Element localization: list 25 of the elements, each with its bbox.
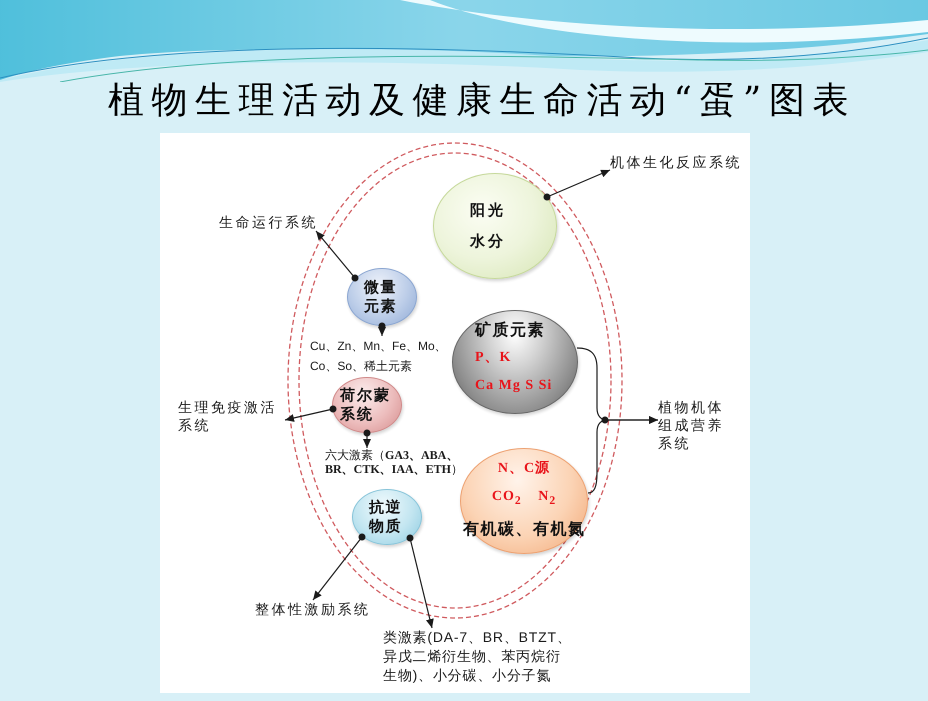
circle-heading: N、C源 [498,460,550,478]
circle-heading: 矿质元素 [475,320,545,340]
system-label: 整体性激励系统 [255,600,370,618]
system-label: 生命运行系统 [219,213,318,231]
circle-text: 荷尔蒙系统 [340,386,392,424]
slide-title: 植物生理活动及健康生命活动“蛋”图表 [108,79,856,123]
element-symbols: P、K [475,349,512,367]
circle-text: 阳光 [470,201,506,220]
system-label: 植物机体组成营养系统 [658,398,730,452]
arrow [378,326,386,336]
egg-outline [287,142,623,619]
system-label: 机体生化反应系统 [610,153,742,171]
element-symbols: Ca Mg S Si [475,377,552,395]
circle-text: 微量元素 [364,278,398,316]
element-list: Cu、Zn、Mn、Fe、Mo、Co、So、稀土元素 [310,336,452,376]
brace-arrow [588,416,658,494]
formula-text: CO$_{2}$ N$_{2}$ [492,488,556,509]
circle-text: 抗逆物质 [369,498,403,536]
compound-list: 类激素(DA-7、BR、BTZT、异戊二烯衍生物、苯丙烷衍生物)、小分碳、小分子氮 [383,628,573,685]
circle-text: 有机碳、有机氮 [462,518,586,539]
circle-text: 水分 [470,232,506,251]
arrow [316,230,356,278]
system-label: 生理免疫激活系统 [178,398,284,434]
hormone-list: 六大激素（GA3、ABA、BR、CTK、IAA、ETH） [325,448,467,476]
arrow [312,536,362,600]
